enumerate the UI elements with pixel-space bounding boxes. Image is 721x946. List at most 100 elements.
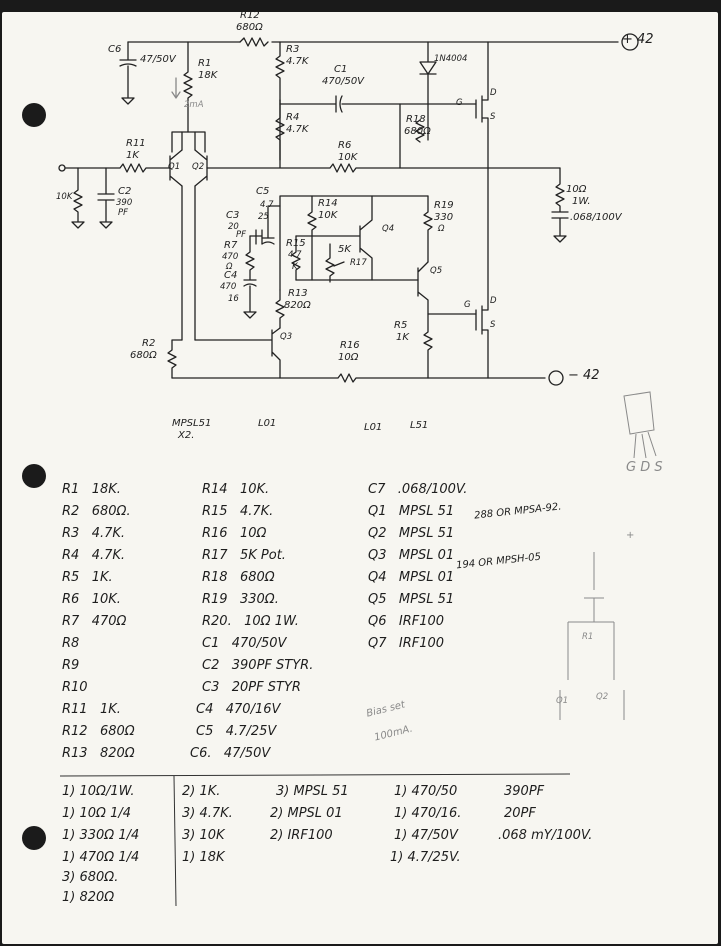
r12-resistor [239,37,269,47]
r12-value: 680Ω [236,22,263,33]
q5-part-note: L51 [410,420,429,431]
r18-ref: R18 [406,114,426,125]
q2-label: Q2 [192,162,205,172]
parts-r20: R20. 10Ω 1W. [202,614,299,629]
parts-r10: R10 [62,680,88,695]
q12-part-note: MPSL51 [172,418,212,429]
r5-value: 1K [396,332,409,343]
q4-transistor [295,195,373,281]
q6-source-label: S [490,112,496,122]
pencil-sketches [559,391,657,720]
diff-pair-collectors [181,131,196,341]
pinout-label: G D S [626,460,663,475]
q4-label: Q4 [382,224,395,234]
r18-value: 680Ω [404,126,431,137]
q3-label: Q3 [280,332,293,342]
r13-ref: R13 [288,288,308,299]
order-item: 1) 10Ω 1/4 [62,806,132,821]
r3-value: 4.7K [286,56,309,67]
c5-ref: C5 [256,186,270,197]
r6-value: 10K [338,152,358,163]
parts-r14: R14 10K. [202,482,270,497]
parts-q7: Q7 IRF100 [368,636,445,651]
r11-value: 1K [126,150,139,161]
r12-ref: R12 [240,10,260,21]
r15-ref: R15 [286,238,306,249]
r16-ref: R16 [340,340,360,351]
feedback-r6 [206,99,561,173]
r7-ref: R7 [224,240,238,251]
r19-sub: Ω [438,224,445,234]
negative-rail-label: − 42 [568,368,600,383]
r2-value: 680Ω [130,350,157,361]
r14-r15-branch [291,195,317,281]
c1-ref: C1 [334,64,348,75]
r17-pot [325,243,345,283]
r11-resistor [64,163,171,173]
r4-value: 4.7K [286,124,309,135]
c1-capacitor [279,95,401,169]
c5-lead [267,205,281,239]
parts-r1: R1 18K. [62,482,121,497]
gate-node-top [399,103,477,141]
order-item: 3) 680Ω. [62,870,119,885]
q12-count-note: X2. [178,430,195,441]
c2-unit: PF [118,208,129,218]
parts-r4: R4 4.7K. [62,548,126,563]
order-item: 3) 4.7K. [182,806,233,821]
c3-sub: PF [236,230,247,240]
parts-r2: R2 680Ω. [62,504,131,519]
c6-value: 47/50V [140,54,176,65]
parts-r7: R7 470Ω [62,614,127,629]
diff-pair-tail [171,131,206,153]
r3-resistor [275,41,285,101]
d1-diode [419,41,437,105]
c4-sub: 16 [228,294,239,304]
parts-q6: Q6 IRF100 [368,614,445,629]
binder-hole-top [22,103,46,127]
r5-resistor [423,313,477,379]
zobel-r-sub: 1W. [572,196,591,207]
input-resistor [71,167,85,229]
r18-resistor [415,119,425,143]
q7-drain-label: D [490,296,497,306]
q5-transistor [417,261,429,315]
r1-resistor [183,41,193,133]
parts-c3: C3 20PF STYR [202,680,301,695]
q6-mosfet [475,41,489,169]
r13-resistor [275,289,285,329]
c3-capacitor [249,229,263,245]
order-item: 1) 4.7/25V. [390,850,461,865]
r2-resistor [167,339,183,379]
paper-sheet [2,12,718,944]
parts-c1: C1 470/50V [202,636,287,651]
q5-label: Q5 [430,266,443,276]
order-item: .068 mY/100V. [498,828,593,843]
parts-r15: R15 4.7K. [202,504,274,519]
q7-source-label: S [490,320,496,330]
parts-r13: R13 820Ω [62,746,135,761]
r15-sub: K [292,262,298,272]
order-item: 1) 470/16. [394,806,462,821]
r19-resistor [423,195,433,263]
zobel-r-value: 10Ω [566,184,587,195]
zobel-c-value: .068/100V [570,212,622,223]
input-terminal [58,164,66,172]
c4-value: 470 [220,282,237,292]
r17-value: 5K [338,244,351,255]
parts-r16: R16 10Ω [202,526,267,541]
r7-c4-branch [243,235,257,319]
order-item: 2) MPSL 01 [270,806,343,821]
bias-node [279,195,429,291]
parts-q1: Q1 MPSL 51 [368,504,455,519]
r3-ref: R3 [286,44,300,55]
c2-value: 390 [116,198,133,208]
parts-q3: Q3 MPSL 01 [368,548,455,563]
c6-capacitor [119,41,137,105]
parts-c6: C6. 47/50V [190,746,271,761]
r5-ref: R5 [394,320,408,331]
r2-ref: R2 [142,338,156,349]
order-item: 3) 10K [182,828,225,843]
parts-r6: R6 10K. [62,592,121,607]
q7-gate-label: G [464,300,471,310]
